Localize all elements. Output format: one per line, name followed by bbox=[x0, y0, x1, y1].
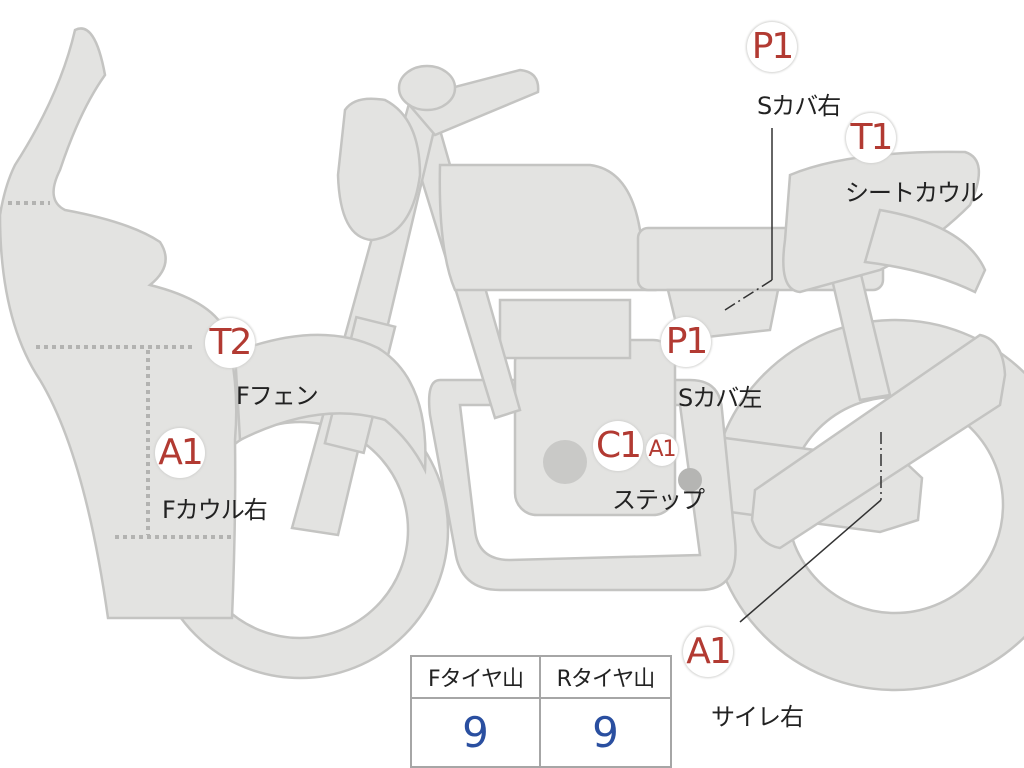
mirror bbox=[397, 64, 457, 112]
silencer bbox=[750, 333, 1007, 550]
rear-tire-header: Rタイヤ山 bbox=[541, 657, 670, 699]
handlebar bbox=[402, 68, 540, 137]
label-s-cover-right: Sカバ右 bbox=[757, 92, 841, 120]
front-cowl bbox=[0, 27, 238, 620]
label-s-cover-left: Sカバ左 bbox=[678, 384, 762, 412]
label-seat-cowl: シートカウル bbox=[845, 179, 984, 207]
tire-tread-table: Fタイヤ山 Rタイヤ山 9 9 bbox=[410, 655, 672, 768]
badge-f-cowl-right: A1 bbox=[155, 428, 205, 478]
rear-fender bbox=[863, 208, 987, 294]
badge-step-small: A1 bbox=[646, 434, 678, 466]
front-fender bbox=[233, 333, 427, 475]
badge-seat-cowl: T1 bbox=[846, 113, 896, 163]
badge-s-cover-right: P1 bbox=[747, 22, 797, 72]
front-tire-header: Fタイヤ山 bbox=[412, 657, 541, 699]
badge-f-fender: T2 bbox=[205, 318, 255, 368]
badge-s-cover-left: P1 bbox=[661, 317, 711, 367]
badge-silencer-right: A1 bbox=[683, 627, 733, 677]
rear-tire-value: 9 bbox=[592, 708, 619, 757]
leader-s-cover-right-dash bbox=[724, 279, 773, 311]
front-tire-value: 9 bbox=[412, 699, 541, 766]
badge-step-main: C1 bbox=[593, 421, 643, 471]
leader-silencer bbox=[739, 499, 882, 623]
label-f-cowl-right: Fカウル右 bbox=[162, 496, 268, 524]
headlight bbox=[336, 97, 422, 242]
fuel-tank bbox=[438, 163, 657, 292]
label-step: ステップ bbox=[612, 486, 705, 514]
label-silencer-right: サイレ右 bbox=[711, 703, 804, 731]
label-f-fender: Fフェン bbox=[236, 382, 319, 410]
